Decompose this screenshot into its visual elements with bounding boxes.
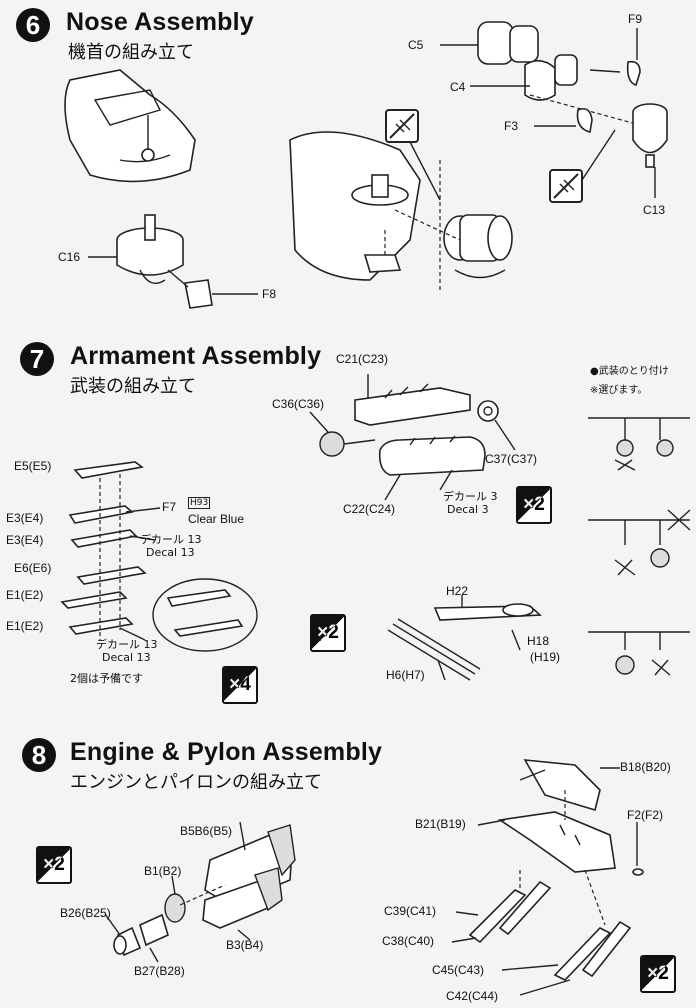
c13-part-drawing [632, 103, 668, 198]
label-c16: C16 [58, 250, 81, 264]
multiplier-rack-badge: ×2 [310, 614, 346, 652]
label-c22: C22(C24) [343, 502, 396, 516]
label-f3: F3 [504, 119, 519, 133]
label-e3-upper: E3(E4) [6, 511, 44, 525]
spare-missile-callout [152, 578, 258, 652]
multiplier-engine-badge: ×2 [36, 846, 72, 884]
label-c4: C4 [450, 80, 466, 94]
intake-b1-b26-b27-drawing [104, 875, 226, 963]
label-b1: B1(B2) [144, 864, 182, 878]
f8-part-drawing [167, 269, 258, 309]
f3-part-drawing [534, 107, 593, 134]
step-6-subtitle: 機首の組み立て [68, 42, 194, 63]
label-b26: B26(B25) [60, 906, 111, 920]
multiplier-pylon-text: ×2 [523, 494, 545, 515]
label-e6: E6(E6) [14, 561, 52, 575]
label-c38: C38(C40) [382, 934, 435, 948]
multiplier-pylon-badge: ×2 [516, 486, 552, 524]
c22-part-drawing [378, 435, 486, 501]
c36-part-drawing [309, 411, 376, 457]
label-b21: B21(B19) [415, 817, 466, 831]
mount-option-3 [588, 631, 690, 676]
rack-h-parts-drawing [387, 595, 542, 681]
step-7-title: Armament Assembly [70, 342, 322, 370]
cement-symbol-2 [549, 129, 616, 203]
mount-option-2 [588, 509, 691, 576]
pylon-b21-drawing [477, 790, 616, 873]
c37-part-drawing [477, 400, 516, 451]
label-e1-lower: E1(E2) [6, 619, 44, 633]
label-c37: C37(C37) [485, 452, 538, 466]
f9-part-drawing [589, 28, 641, 86]
label-c21: C21(C23) [336, 352, 389, 366]
engine-b3-drawing [202, 867, 283, 941]
multiplier-rack-text: ×2 [317, 622, 339, 643]
label-h19: (H19) [530, 650, 561, 664]
label-e1-upper: E1(E2) [6, 588, 44, 602]
label-b27: B27(B28) [134, 964, 185, 978]
label-h22: H22 [446, 584, 469, 598]
pylon-c-parts-drawing [451, 869, 632, 996]
missile-rack-drawing [60, 461, 161, 641]
step-8-title: Engine & Pylon Assembly [70, 738, 383, 766]
label-decal13a-en: Decal 13 [146, 546, 195, 559]
label-e3-lower: E3(E4) [6, 533, 44, 547]
label-decal13a-jp: デカール 13 [140, 533, 202, 546]
label-b18: B18(B20) [620, 760, 671, 774]
label-h18: H18 [527, 634, 550, 648]
label-f9: F9 [628, 12, 643, 26]
label-c45: C45(C43) [432, 963, 485, 977]
step-6-title: Nose Assembly [66, 8, 254, 36]
multiplier-missiles-text: ×4 [229, 674, 251, 695]
label-c39: C39(C41) [384, 904, 437, 918]
multiplier-engine-pylon-text: ×2 [647, 963, 669, 984]
pylon-b18-drawing [519, 759, 620, 812]
label-decal13b-jp: デカール 13 [96, 638, 158, 651]
paint-code-badge: H93 [188, 497, 211, 509]
label-f7: F7 [162, 500, 177, 514]
label-decal3-jp: デカール 3 [443, 490, 498, 503]
step-7-number: 7 [20, 342, 54, 376]
mount-note-1: ●武装のとり付け [590, 366, 669, 377]
label-f2: F2(F2) [627, 808, 663, 822]
mount-note-2: ※選びます。 [590, 385, 648, 396]
c5-c4-parts-drawing [440, 21, 641, 126]
step-8-number: 8 [22, 738, 56, 772]
label-b3: B3(B4) [226, 938, 264, 952]
nose-fuselage-drawing [64, 69, 196, 183]
nose-wheel-drawing [394, 160, 513, 290]
label-c5: C5 [408, 38, 424, 52]
label-c42: C42(C44) [446, 989, 499, 1003]
mount-option-1 [588, 417, 690, 471]
label-decal3-en: Decal 3 [447, 503, 489, 516]
nose-gear-bay-drawing [289, 131, 421, 281]
label-h6: H6(H7) [386, 668, 425, 682]
step-7-subtitle: 武装の組み立て [70, 376, 196, 397]
label-spare-note: 2個は予備です [70, 672, 143, 685]
label-decal13b-en: Decal 13 [102, 651, 151, 664]
label-c13: C13 [643, 203, 666, 217]
label-b5b6: B5B6(B5) [180, 824, 233, 838]
step-8-subtitle: エンジンとパイロンの組み立て [70, 772, 322, 793]
c16-part-drawing [116, 214, 184, 284]
label-c36: C36(C36) [272, 397, 325, 411]
multiplier-missiles-badge: ×4 [222, 666, 258, 704]
multiplier-engine-text: ×2 [43, 854, 65, 875]
f2-part-drawing [632, 822, 644, 876]
label-f8: F8 [262, 287, 277, 301]
label-color-name: Clear Blue [188, 512, 245, 526]
multiplier-engine-pylon-badge: ×2 [640, 955, 676, 993]
step-6-number: 6 [16, 8, 50, 42]
label-e5: E5(E5) [14, 459, 52, 473]
cement-symbol-1 [385, 109, 441, 201]
pylon-c21-drawing [354, 374, 471, 426]
